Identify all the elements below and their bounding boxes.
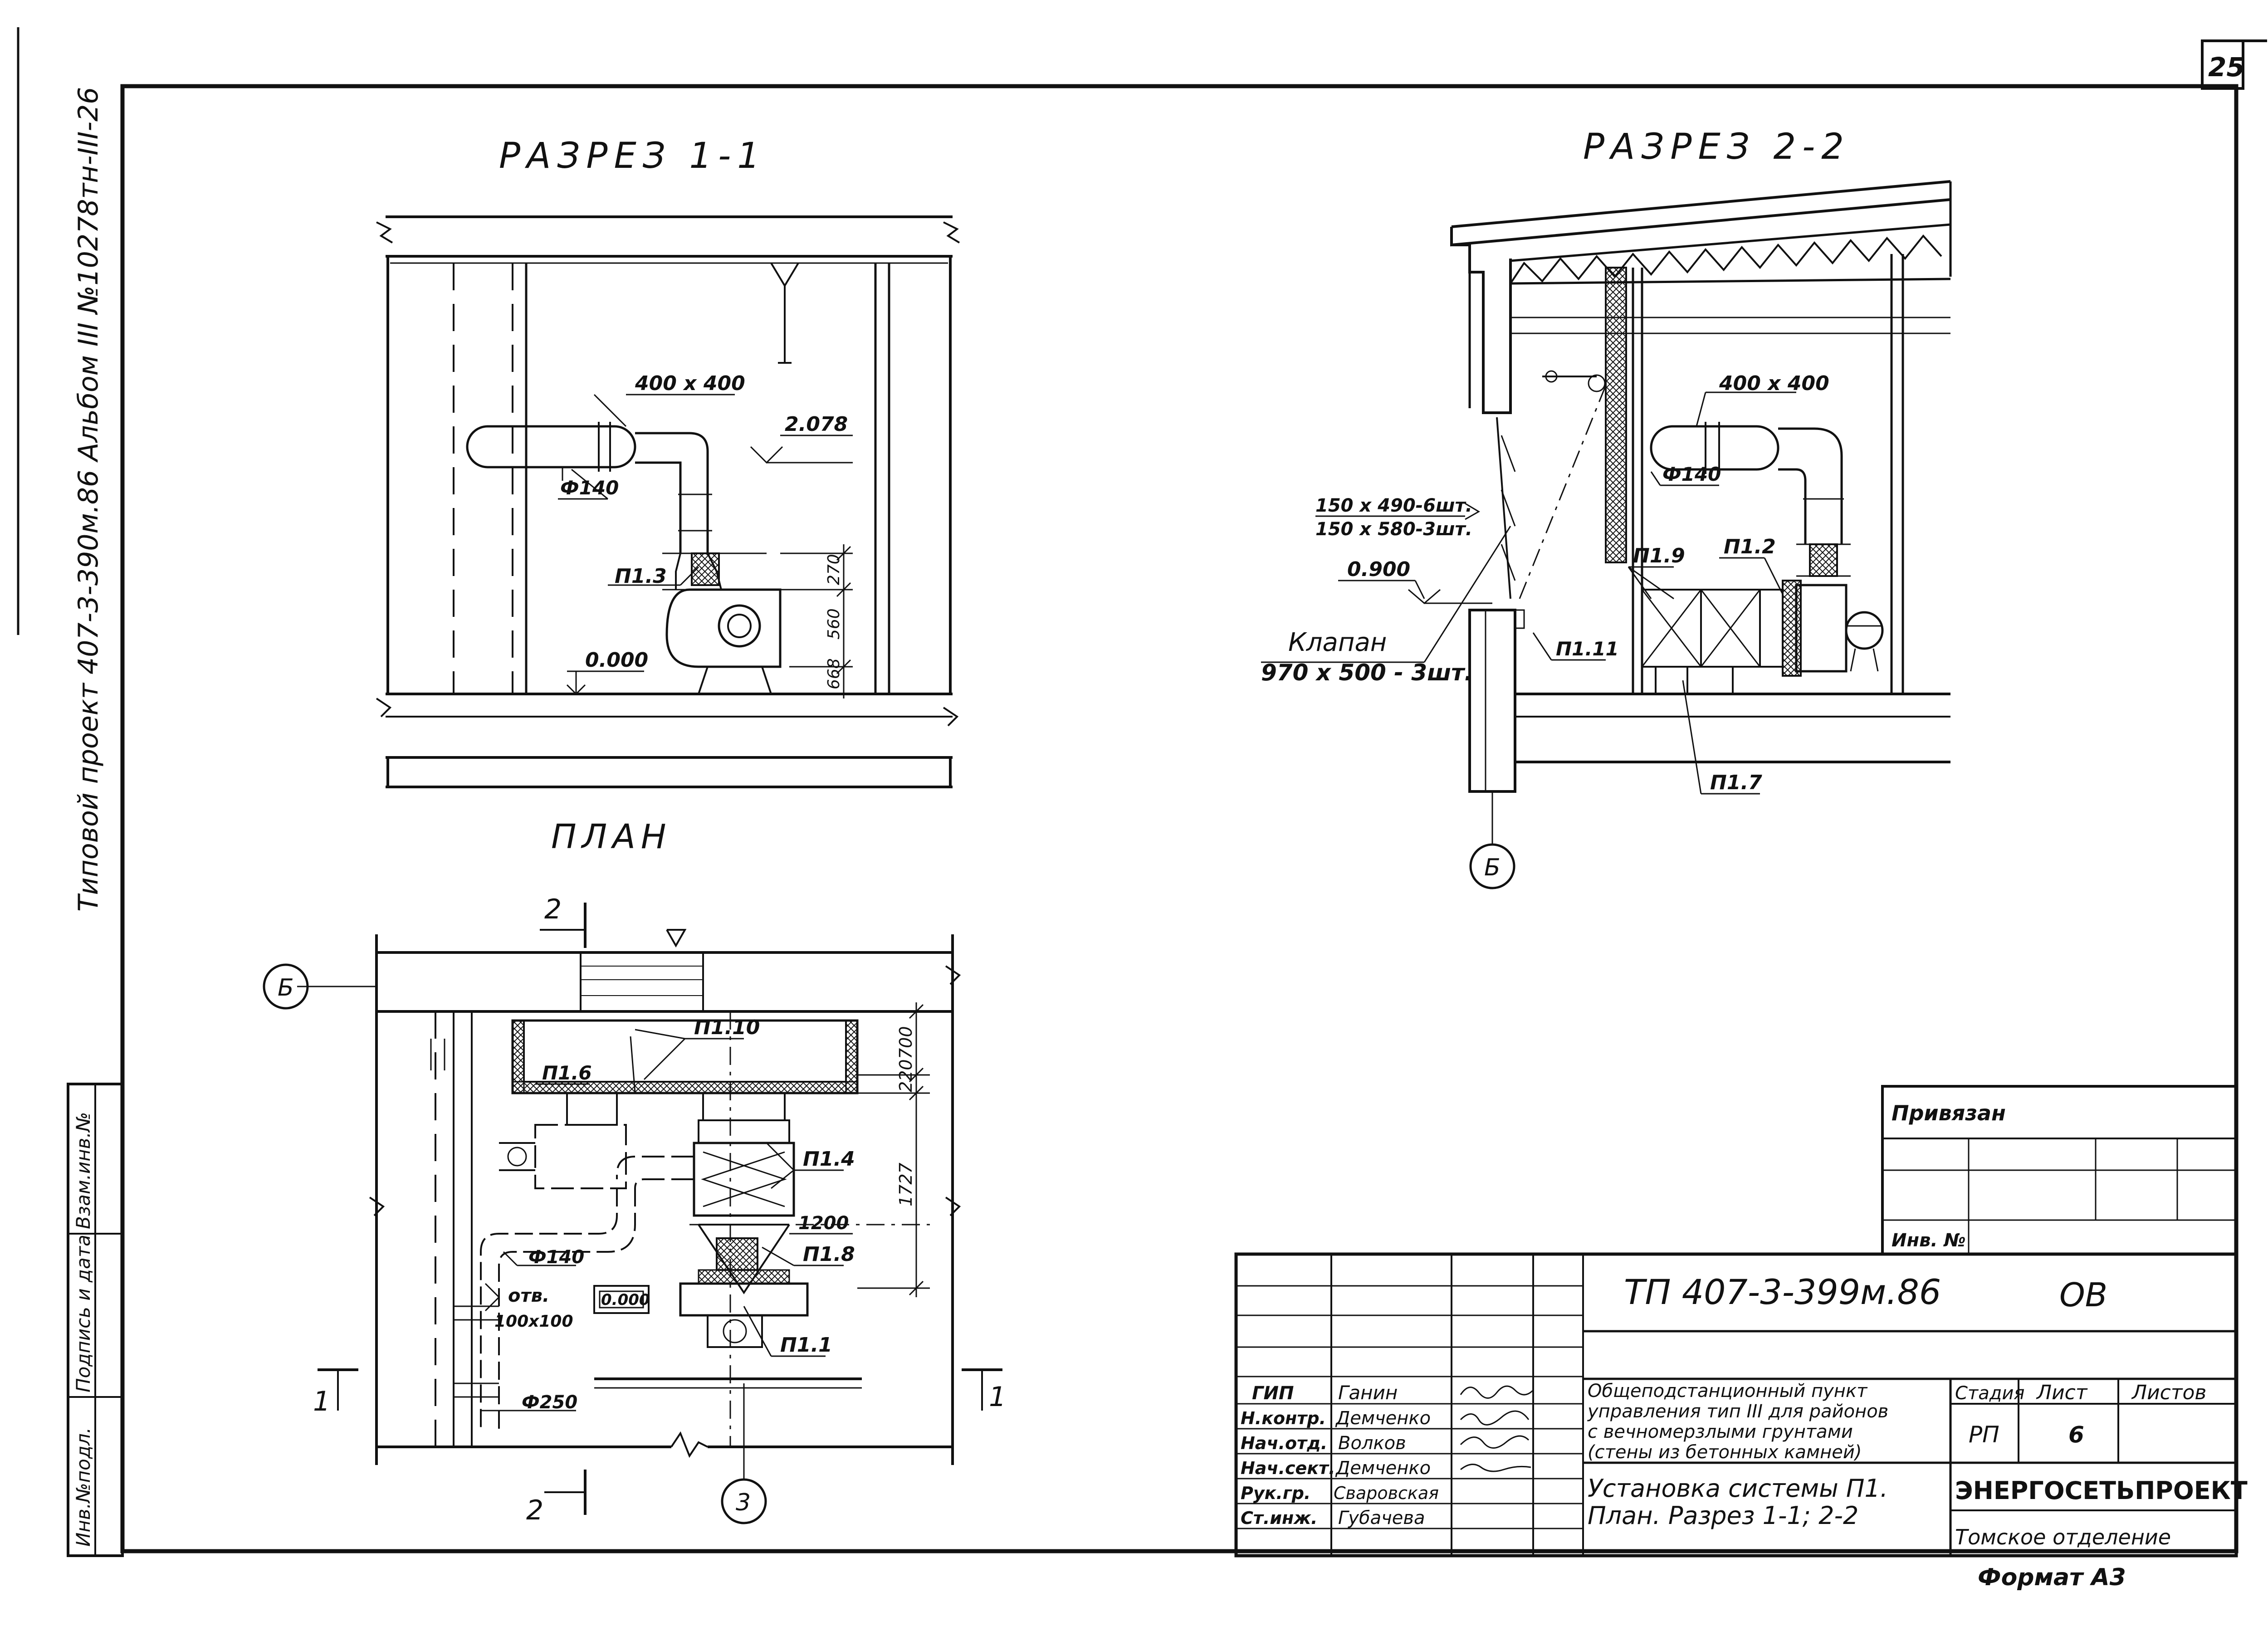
side-stamp: Типовой проект 407-3-390м.86 Альбом III … xyxy=(73,87,104,912)
tb-role-3: Нач.сект. xyxy=(1241,1458,1335,1478)
tb-role-0: ГИП xyxy=(1252,1383,1294,1404)
s2-level: 0.900 xyxy=(1347,558,1410,581)
section1-drawing xyxy=(376,215,960,788)
tb-role-1: Н.контр. xyxy=(1241,1408,1326,1428)
tb-name-4: Сваровская xyxy=(1334,1483,1439,1503)
tb-stage-label: Стадия xyxy=(1955,1383,2024,1404)
tb-object-3: с вечномерзлыми грунтами xyxy=(1588,1421,1853,1442)
tb-object-4: (стены из бетонных камней) xyxy=(1588,1442,1862,1463)
tb-sheets-label: Листов xyxy=(2131,1381,2206,1404)
tb-sheet: 6 xyxy=(2068,1421,2084,1448)
section1-title: РАЗРЕЗ 1-1 xyxy=(499,136,766,176)
plan-unit-10: П1.10 xyxy=(694,1016,760,1039)
binding-inv: Инв. № xyxy=(1892,1230,1966,1251)
sheet-frame xyxy=(17,27,2267,1553)
plan-drawing xyxy=(263,903,1002,1524)
left-table-label-1: Инв.№подл. xyxy=(72,1427,94,1547)
tb-role-5: Ст.инж. xyxy=(1241,1508,1317,1528)
s2-unit-7: П1.7 xyxy=(1710,771,1762,794)
s2-unit-2: П1.2 xyxy=(1724,535,1776,558)
plan-opening-size: 100х100 xyxy=(494,1312,573,1331)
s1-duct-size: 400 х 400 xyxy=(635,372,745,395)
tb-drawing-title-1: Установка системы П1. xyxy=(1588,1474,1888,1503)
s2-diam: Ф140 xyxy=(1662,463,1721,485)
plan-unit-1: П1.1 xyxy=(780,1333,832,1357)
tb-name-5: Губачева xyxy=(1338,1508,1425,1529)
s2-unit-11: П1.11 xyxy=(1556,638,1619,660)
tb-name-3: Демченко xyxy=(1335,1458,1431,1479)
plan-dim-1727: 1727 xyxy=(896,1162,916,1206)
plan-cut-2-top: 2 xyxy=(544,894,562,925)
s2-valve-title: Клапан xyxy=(1288,628,1387,657)
s1-diam: Ф140 xyxy=(560,477,619,499)
tb-object-2: управления тип III для районов xyxy=(1587,1401,1888,1422)
plan-cut-2-bottom: 2 xyxy=(526,1494,543,1526)
plan-cut-1-left: 1 xyxy=(313,1386,330,1417)
plan-opening: отв. xyxy=(508,1285,549,1306)
s1-dim-270: 270 xyxy=(825,554,843,585)
title-block xyxy=(1234,1252,2238,1558)
plan-diam-250: Ф250 xyxy=(522,1392,577,1413)
plan-unit-8: П1.8 xyxy=(803,1243,855,1266)
tb-mark: ОВ xyxy=(2059,1276,2107,1314)
left-approval-table xyxy=(67,1083,124,1557)
tb-sheet-label: Лист xyxy=(2036,1381,2088,1404)
plan-cut-1-right: 1 xyxy=(989,1381,1006,1413)
s2-grille-2: 150 х 580-3шт. xyxy=(1315,519,1472,540)
plan-unit-4: П1.4 xyxy=(803,1148,855,1171)
tb-role-2: Нач.отд. xyxy=(1241,1433,1327,1453)
tb-name-0: Ганин xyxy=(1338,1382,1398,1404)
s1-dim-560: 560 xyxy=(825,608,843,640)
plan-axis-3: 3 xyxy=(736,1489,751,1516)
plan-dim-700: 700 xyxy=(896,1026,916,1059)
s1-level-top: 2.078 xyxy=(785,413,848,436)
tb-object-1: Общеподстанционный пункт xyxy=(1588,1381,1868,1402)
plan-dim-1200: 1200 xyxy=(798,1213,849,1234)
section2-title: РАЗРЕЗ 2-2 xyxy=(1583,127,1850,167)
s2-unit-9: П1.9 xyxy=(1633,544,1685,567)
tb-name-2: Волков xyxy=(1338,1433,1406,1454)
s2-valve-spec: 970 х 500 - 3шт. xyxy=(1261,659,1473,686)
s1-level-floor: 0.000 xyxy=(585,649,648,672)
s2-grille-1: 150 х 490-6шт. xyxy=(1315,495,1472,516)
plan-unit-6: П1.6 xyxy=(542,1062,592,1084)
plan-level: 0.000 xyxy=(601,1291,650,1309)
s2-axis-b: Б xyxy=(1484,854,1501,881)
section2-drawing xyxy=(1261,180,1952,889)
plan-title: ПЛАН xyxy=(551,817,672,856)
tb-org: ЭНЕРГОСЕТЬПРОЕКТ xyxy=(1955,1476,2248,1505)
left-table-label-2: Подпись и дата xyxy=(72,1235,94,1392)
plan-axis-b: Б xyxy=(278,974,294,1001)
left-table-label-3: Взам.инв.№ xyxy=(72,1112,94,1229)
tb-role-4: Рук.гр. xyxy=(1241,1483,1310,1503)
binding-title: Привязан xyxy=(1892,1101,2006,1125)
tb-stage: РП xyxy=(1969,1421,1999,1448)
tb-drawing-title-2: План. Разрез 1-1; 2-2 xyxy=(1588,1501,1858,1530)
tb-branch: Томское отделение xyxy=(1955,1525,2171,1549)
tb-name-1: Демченко xyxy=(1335,1408,1431,1429)
plan-diam-140: Ф140 xyxy=(528,1247,584,1268)
s2-duct-size: 400 х 400 xyxy=(1719,372,1829,395)
s1-dim-668: 668 xyxy=(825,658,843,689)
tb-code: ТП 407-3-399м.86 xyxy=(1624,1272,1941,1312)
tb-format: Формат А3 xyxy=(1978,1564,2126,1591)
sheet-number: 25 xyxy=(2208,52,2245,83)
plan-dim-220: 220 xyxy=(896,1059,916,1092)
s1-unit: П1.3 xyxy=(615,565,667,588)
